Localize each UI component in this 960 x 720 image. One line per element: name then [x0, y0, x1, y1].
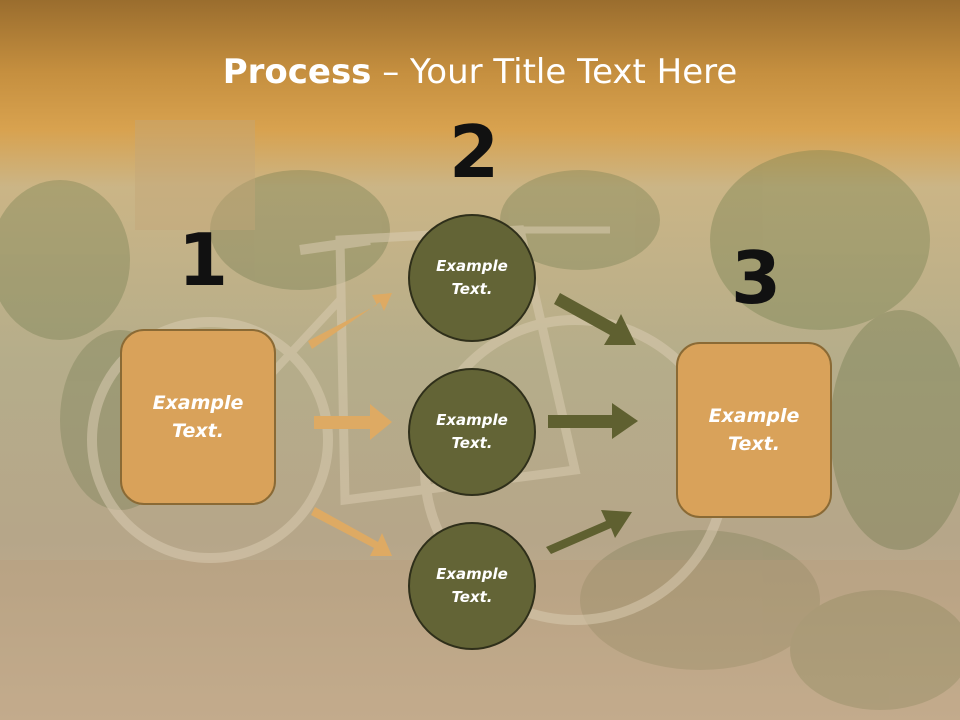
step-3-box[interactable]: Example Text. — [676, 342, 832, 518]
arrow-left-middle — [314, 404, 392, 440]
slide-title: Process – Your Title Text Here — [0, 52, 960, 92]
arrow-left-bottom — [311, 507, 392, 556]
step-number-1: 1 — [178, 218, 229, 302]
step-number-3: 3 — [731, 236, 782, 320]
arrow-right-bottom — [546, 510, 632, 554]
step-2-circle-top[interactable]: Example Text. — [408, 214, 536, 342]
step-number-2: 2 — [449, 110, 500, 194]
arrow-left-top — [308, 293, 392, 349]
circle-middle-text: Example Text. — [436, 410, 508, 452]
circle-bottom-text: Example Text. — [436, 564, 508, 606]
step-3-box-text: Example Text. — [708, 404, 800, 456]
arrow-right-top — [554, 293, 636, 345]
step-2-circle-middle[interactable]: Example Text. — [408, 368, 536, 496]
step-2-circle-bottom[interactable]: Example Text. — [408, 522, 536, 650]
circle-top-text: Example Text. — [436, 256, 508, 298]
step-1-box[interactable]: Example Text. — [120, 329, 276, 505]
title-bold: Process — [222, 52, 372, 92]
title-rest: – Your Title Text Here — [371, 52, 738, 92]
arrow-right-middle — [548, 403, 638, 439]
step-1-box-text: Example Text. — [152, 391, 244, 443]
